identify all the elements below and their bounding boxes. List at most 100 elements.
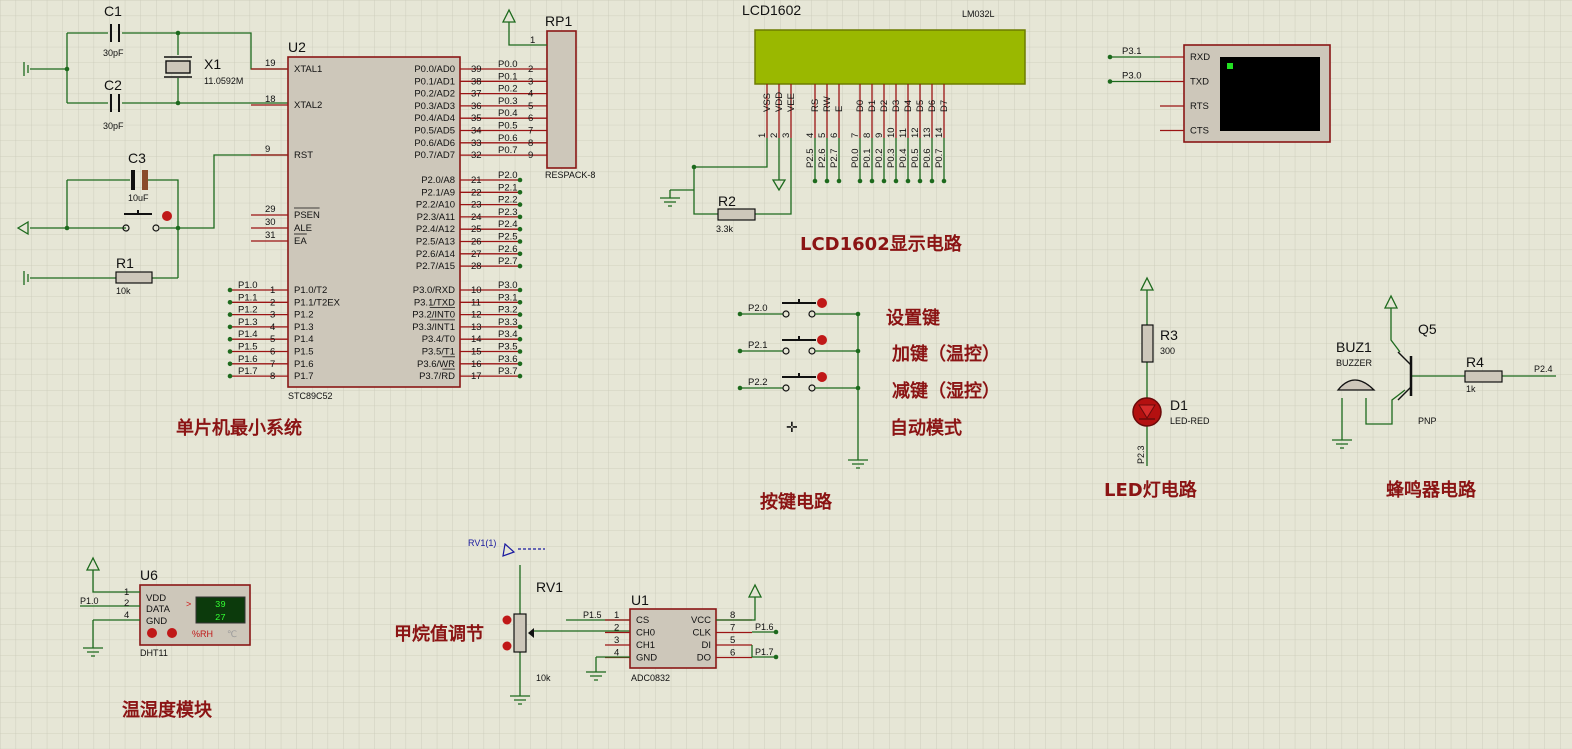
u2-net-label: P1.6 [238, 354, 258, 365]
u2-pin-num: 7 [270, 359, 275, 370]
u2-net-label: P0.7 [498, 145, 518, 156]
adc-pin-name: VCC [691, 615, 711, 626]
u2-pin-name: EA [294, 236, 307, 247]
u2-pin-num: 3 [270, 310, 275, 321]
u6-ref: U6 [140, 567, 158, 583]
dht11-hum: 27 [215, 613, 226, 623]
lcd-net-label: P0.0 [850, 148, 861, 168]
u2-pin-num: 1 [270, 285, 275, 296]
dht-net-label: P1.0 [80, 596, 99, 606]
dht-pin-num: 4 [124, 610, 129, 621]
power-arrow-icon [16, 220, 29, 236]
lcd-pin-name: D3 [891, 100, 902, 112]
u2-pin-name: P3.6/WR [417, 359, 455, 370]
u2-net-label: P2.5 [498, 232, 518, 243]
led-vcc-arrow-icon [1139, 276, 1155, 291]
u2-chip-body[interactable] [287, 56, 461, 388]
u2-net-label: P1.1 [238, 292, 258, 303]
dht-pin-name: DATA [146, 604, 171, 615]
u2-pin-name: P1.3 [294, 322, 314, 333]
dht-pin-num: 2 [124, 598, 129, 609]
dht11-down-button[interactable] [147, 628, 157, 638]
u2-pin-name: P2.0/A8 [421, 175, 455, 186]
u2-net-label: P0.6 [498, 133, 518, 144]
dht-pin-name: VDD [146, 593, 166, 604]
crystal-circuit[interactable]: C1 30pF C2 30pF X1 11.0592M [23, 3, 288, 131]
push-button-2[interactable]: P2.1 [737, 335, 861, 355]
lcd-pin-name: E [834, 106, 845, 112]
lcd-pins: VSS1VDD2VEE3RS4P2.5RW5P2.6E6P2.7D07P0.0D… [757, 84, 950, 184]
u2-pin-name: XTAL2 [294, 100, 322, 111]
mcu-section: C1 30pF C2 30pF X1 11.0592M C3 10uF R1 [16, 3, 595, 439]
u2-pin-name: P1.5 [294, 347, 314, 358]
lcd-pin-num: 7 [850, 133, 861, 138]
lcd-display[interactable] [754, 29, 1026, 85]
terminal-screen[interactable] [1220, 57, 1320, 131]
push-button-3[interactable]: P2.2 [737, 372, 861, 392]
u2-pin-name: XTAL1 [294, 64, 322, 75]
adc-clk-net: P1.6 [755, 622, 774, 632]
rv1-down-button[interactable] [502, 641, 512, 651]
section-title-buzzer: 蜂鸣器电路 [1386, 479, 1477, 501]
terminal-net-label: P3.0 [1122, 71, 1142, 82]
section-title-mcu: 单片机最小系统 [176, 417, 302, 439]
reset-button-indicator[interactable] [162, 211, 172, 221]
u2-pin-num: 39 [471, 64, 482, 75]
u2-pin-num: 33 [471, 138, 482, 149]
lcd-pin-num: 1 [757, 133, 768, 138]
u2-net-label: P3.6 [498, 354, 518, 365]
terminal-pin-rxd: RXD [1190, 52, 1210, 63]
u2-pin-name: P2.7/A15 [416, 261, 455, 272]
adc-pin-name: CH1 [636, 640, 655, 651]
lcd-pin-num: 2 [769, 133, 780, 138]
u2-pin-num: 36 [471, 101, 482, 112]
u2-pin-num: 16 [471, 359, 482, 370]
adc0832-body[interactable] [629, 608, 717, 669]
lcd-net-label: P0.5 [910, 148, 921, 168]
r4-ref: R4 [1466, 354, 1484, 370]
u2-pin-name: P1.0/T2 [294, 285, 327, 296]
rp1-body[interactable] [546, 30, 577, 169]
x1-ref: X1 [204, 56, 221, 72]
u2-net-label: P1.0 [238, 280, 258, 291]
lcd-pin-name: RS [810, 99, 821, 112]
terminal-pin-rts: RTS [1190, 101, 1209, 112]
u2-pin-name: P1.4 [294, 334, 314, 345]
dht11-up-button[interactable] [167, 628, 177, 638]
lcd-pin-name: VDD [774, 92, 785, 112]
u2-pin-name: P1.6 [294, 359, 314, 370]
u2-pin-num: 38 [471, 76, 482, 87]
lcd-net-label: P0.4 [898, 148, 909, 168]
u2-net-label: P3.2 [498, 305, 518, 316]
rv1-up-button[interactable] [502, 615, 512, 625]
d1-value: LED-RED [1170, 416, 1210, 426]
rp1-pin-num: 4 [528, 89, 533, 100]
u2-pin-num: 34 [471, 126, 482, 137]
reset-circuit[interactable]: C3 10uF R1 10k [16, 150, 288, 296]
rp1-pin-num: 6 [528, 113, 533, 124]
buzzer-icon[interactable] [1336, 379, 1376, 391]
lcd-pin-name: D0 [855, 100, 866, 112]
push-button-1[interactable]: P2.0 [737, 298, 861, 318]
u2-pin-num: 13 [471, 322, 482, 333]
buzzer-net-label: P2.4 [1534, 364, 1553, 374]
u2-pin-num: 22 [471, 187, 482, 198]
potentiometer-icon[interactable] [513, 613, 527, 653]
terminal-net-label: P3.1 [1122, 46, 1142, 57]
r2-ref: R2 [718, 193, 736, 209]
key-indicator-icon [817, 372, 827, 382]
u2-pin-num: 18 [265, 94, 276, 105]
adc-pin-num: 6 [730, 648, 735, 659]
u2-pin-num: 21 [471, 175, 482, 186]
key-net-label: P2.0 [748, 303, 768, 314]
u2-net-label: P2.7 [498, 256, 518, 267]
lcd-section: LCD1602 LM032L VSS1VDD2VEE3RS4P2.5RW5P2.… [660, 2, 1026, 255]
u2-net-label: P1.3 [238, 317, 258, 328]
key-indicator-icon [817, 298, 827, 308]
lcd-pin-name: VSS [762, 93, 773, 112]
u2-pin-num: 25 [471, 224, 482, 235]
q5-ref: Q5 [1418, 321, 1437, 337]
